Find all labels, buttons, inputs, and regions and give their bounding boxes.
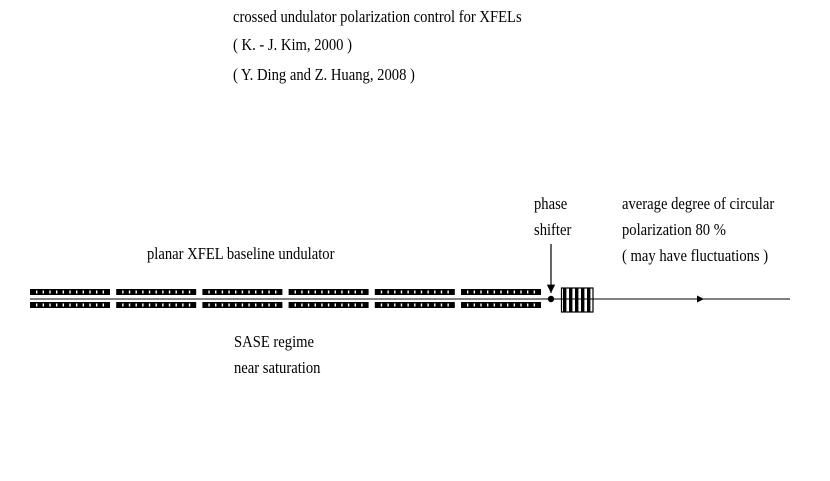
reference-ding-huang: ( Y. Ding and Z. Huang, 2008 ) xyxy=(233,65,415,84)
baseline-undulator xyxy=(30,289,541,308)
undulator-section xyxy=(288,289,369,308)
crossed-undulator-period xyxy=(569,288,573,312)
sase-regime-label: SASE regime xyxy=(234,332,315,351)
crossed-undulator-frame xyxy=(560,287,594,313)
polarization-label-line2: polarization 80 % xyxy=(622,220,726,239)
undulator-section xyxy=(30,289,110,308)
crossed-undulator-period xyxy=(587,288,591,312)
baseline-undulator-label: planar XFEL baseline undulator xyxy=(147,244,335,263)
polarization-label-line1: average degree of circular xyxy=(622,194,775,213)
undulator-section xyxy=(374,289,455,308)
phase-shifter-dot xyxy=(547,295,555,303)
crossed-undulator-period xyxy=(581,288,585,312)
crossed-undulator-period xyxy=(575,288,579,312)
undulator-section xyxy=(116,289,197,308)
phase-label: phase xyxy=(534,194,568,213)
diagram-title: crossed undulator polarization control f… xyxy=(233,7,522,26)
crossed-undulator-period xyxy=(563,288,567,312)
undulator-section xyxy=(461,289,541,308)
shifter-label: shifter xyxy=(534,220,572,239)
reference-kim: ( K. - J. Kim, 2000 ) xyxy=(233,35,352,54)
fluctuations-label: ( may have fluctuations ) xyxy=(622,246,769,265)
undulator-section xyxy=(202,289,283,308)
near-saturation-label: near saturation xyxy=(234,358,321,377)
crossed-undulator xyxy=(560,287,594,313)
